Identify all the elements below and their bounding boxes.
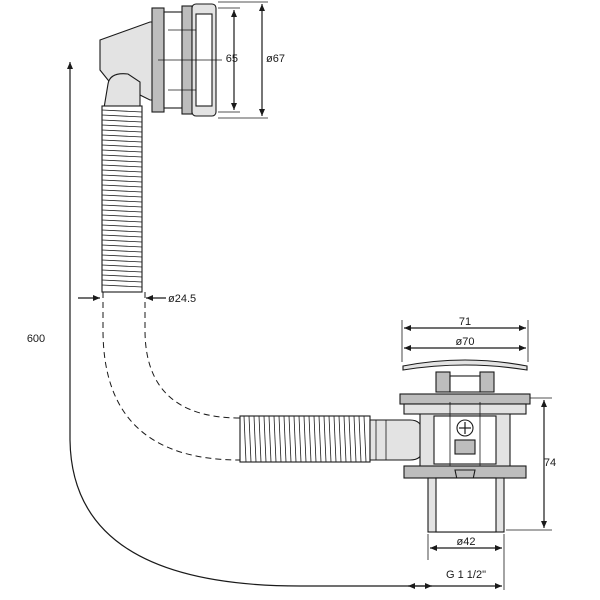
dim-overflow-height: 65 <box>226 53 238 65</box>
upper-corrugated-pipe <box>101 105 143 293</box>
dim-total-length: 600 <box>27 333 45 345</box>
dimension-lines <box>67 1 552 590</box>
dim-thread: G 1 1/2" <box>446 569 486 581</box>
waste-assembly <box>399 359 531 533</box>
dim-waste-width: 71 <box>459 316 471 328</box>
dim-pipe-diameter: ø24.5 <box>168 293 196 305</box>
overflow-assembly <box>99 3 222 117</box>
dim-overflow-diameter: ø67 <box>266 53 285 65</box>
lower-corrugated-pipe <box>239 415 423 463</box>
dim-waste-height: 74 <box>544 457 556 469</box>
dim-outlet-diameter: ø42 <box>457 536 476 548</box>
dim-plug-diameter: ø70 <box>456 336 475 348</box>
pipe-route <box>102 292 241 461</box>
